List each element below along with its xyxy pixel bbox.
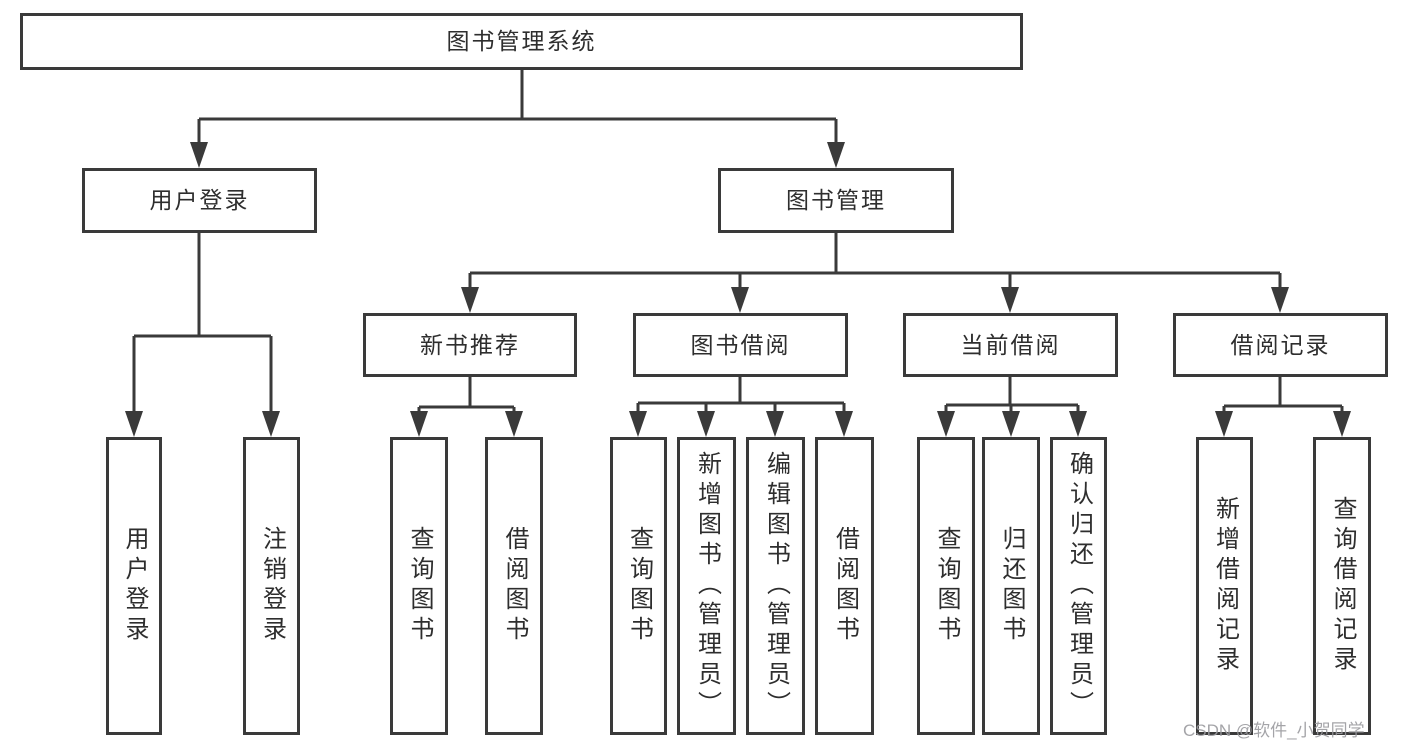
arrow-down-icon (1069, 411, 1087, 437)
node-root: 图书管理系统 (20, 13, 1023, 70)
node-label: 借阅图书 (501, 526, 528, 646)
arrow-down-icon (1215, 411, 1233, 437)
node-label: 新增借阅记录 (1211, 496, 1239, 676)
arrow-down-icon (190, 142, 208, 168)
node-label: 查询图书 (625, 526, 653, 646)
connector-lines (132, 70, 1344, 418)
node-label: 借阅记录 (1230, 331, 1331, 358)
arrow-down-icon (1001, 287, 1019, 313)
node-label: 查询借阅记录 (1329, 496, 1356, 676)
leaf-borrow-edit-books-admin: 编辑图书（管理员） (746, 437, 805, 735)
arrowheads (125, 142, 1351, 437)
node-label: 新增图书（管理员） (693, 451, 721, 721)
arrow-down-icon (629, 411, 647, 437)
arrow-down-icon (1271, 287, 1289, 313)
arrow-down-icon (1333, 411, 1351, 437)
node-borrow-record: 借阅记录 (1173, 313, 1388, 377)
arrow-down-icon (827, 142, 845, 168)
leaf-current-query-books: 查询图书 (917, 437, 975, 735)
node-label: 编辑图书（管理员） (762, 451, 790, 721)
node-label: 确认归还（管理员） (1065, 451, 1093, 721)
arrow-down-icon (766, 411, 784, 437)
arrow-down-icon (1002, 411, 1020, 437)
node-book-management: 图书管理 (718, 168, 954, 233)
arrow-down-icon (697, 411, 715, 437)
node-label: 图书管理 (786, 187, 886, 213)
arrow-down-icon (731, 287, 749, 313)
leaf-borrow-query-books: 查询图书 (610, 437, 667, 735)
node-label: 查询图书 (406, 526, 433, 646)
arrow-down-icon (461, 287, 479, 313)
node-current-borrow: 当前借阅 (903, 313, 1118, 377)
arrow-down-icon (410, 411, 428, 437)
node-label: 用户登录 (149, 187, 250, 213)
arrow-down-icon (937, 411, 955, 437)
node-label: 图书借阅 (690, 331, 791, 358)
node-label: 图书管理系统 (446, 28, 597, 54)
watermark: CSDN @软件_小贺同学 (1183, 721, 1365, 740)
node-new-book-recommend: 新书推荐 (363, 313, 577, 377)
node-label: 借阅图书 (831, 526, 859, 646)
node-label: 用户登录 (121, 526, 148, 646)
node-label: 归还图书 (998, 526, 1025, 646)
arrow-down-icon (262, 411, 280, 437)
node-book-borrow: 图书借阅 (633, 313, 848, 377)
leaf-logout: 注销登录 (243, 437, 300, 735)
node-label: 新书推荐 (420, 331, 520, 358)
arrow-down-icon (125, 411, 143, 437)
leaf-recommend-borrow-books: 借阅图书 (485, 437, 543, 735)
leaf-recommend-query-books: 查询图书 (390, 437, 448, 735)
leaf-user-login: 用户登录 (106, 437, 162, 735)
arrow-down-icon (505, 411, 523, 437)
node-label: 查询图书 (933, 526, 960, 646)
leaf-current-return-books: 归还图书 (982, 437, 1040, 735)
node-label: 注销登录 (258, 526, 286, 646)
leaf-borrow-add-books-admin: 新增图书（管理员） (677, 437, 736, 735)
node-label: 当前借阅 (960, 331, 1061, 358)
node-user-login: 用户登录 (82, 168, 317, 233)
leaf-record-query-borrow-record: 查询借阅记录 (1313, 437, 1371, 735)
leaf-current-confirm-return-admin: 确认归还（管理员） (1050, 437, 1107, 735)
leaf-record-add-borrow-record: 新增借阅记录 (1196, 437, 1253, 735)
arrow-down-icon (835, 411, 853, 437)
leaf-borrow-borrow-books: 借阅图书 (815, 437, 874, 735)
